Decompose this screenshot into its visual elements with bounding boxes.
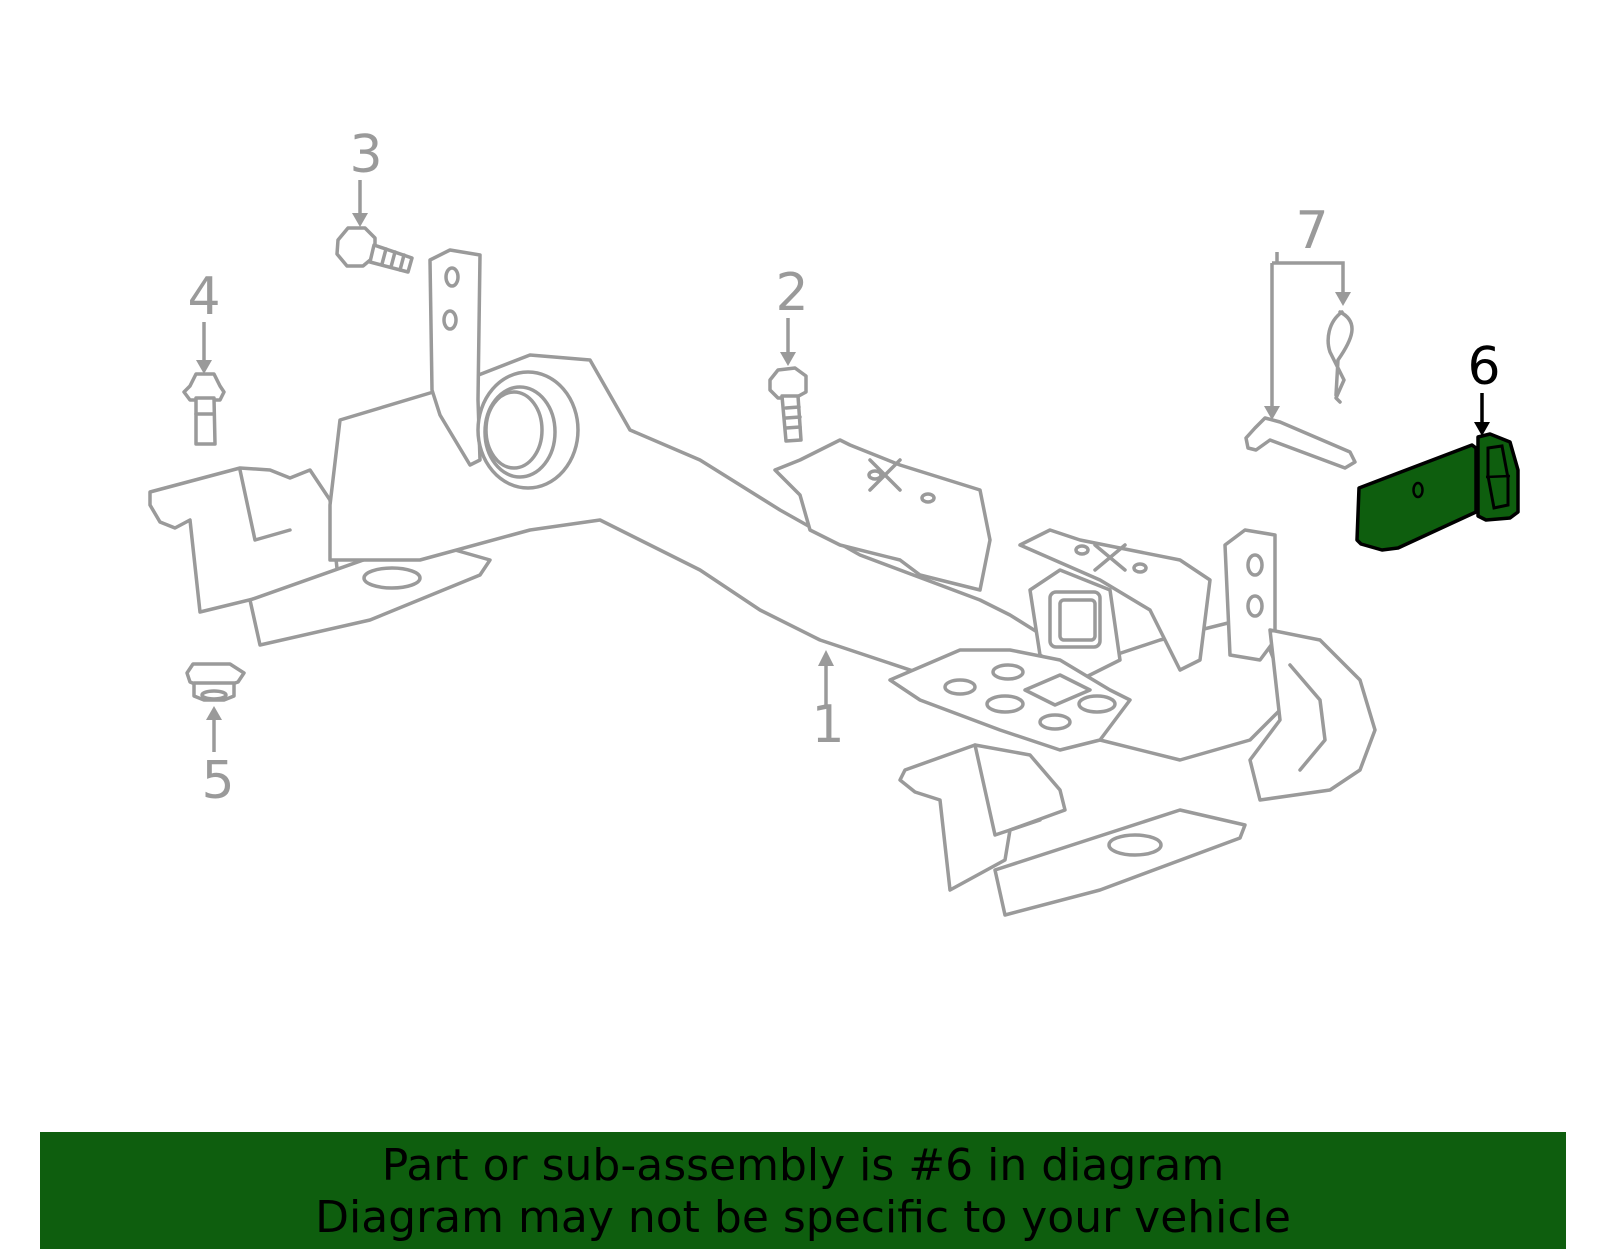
callout-5-arrowhead (206, 706, 222, 720)
banner-line-2: Diagram may not be specific to your vehi… (315, 1192, 1291, 1243)
callout-6-label[interactable]: 6 (1467, 337, 1500, 397)
part-5-nut[interactable] (185, 662, 246, 702)
part-2-bolt[interactable] (768, 366, 808, 443)
callout-7-label[interactable]: 7 (1295, 201, 1328, 261)
callout-2-label[interactable]: 2 (775, 263, 808, 323)
part-6-receiver-tube[interactable] (1355, 432, 1520, 552)
callout-3-arrowhead (352, 213, 368, 227)
callout-7-arrowhead-pin (1264, 406, 1280, 420)
callout-1-arrowhead (818, 650, 834, 666)
callout-4-label[interactable]: 4 (187, 267, 220, 327)
info-banner: Part or sub-assembly is #6 in diagram Di… (40, 1132, 1566, 1249)
part-7-hitch-pin-and-clip[interactable] (1244, 310, 1357, 470)
callout-3-label[interactable]: 3 (349, 125, 382, 185)
banner-line-1: Part or sub-assembly is #6 in diagram (381, 1140, 1225, 1191)
part-1-hitch-frame[interactable] (148, 248, 1377, 917)
part-4-bolt[interactable] (182, 372, 226, 446)
callout-6-arrowhead (1474, 422, 1490, 436)
callout-7-arrowhead-clip (1335, 292, 1351, 306)
part-3-bolt[interactable] (335, 226, 414, 274)
callout-4-arrowhead (196, 360, 212, 374)
callout-5-label[interactable]: 5 (201, 751, 234, 811)
callout-1-label[interactable]: 1 (811, 695, 844, 755)
callout-2-arrowhead (780, 352, 796, 366)
callout-7-bracket (1270, 252, 1345, 408)
